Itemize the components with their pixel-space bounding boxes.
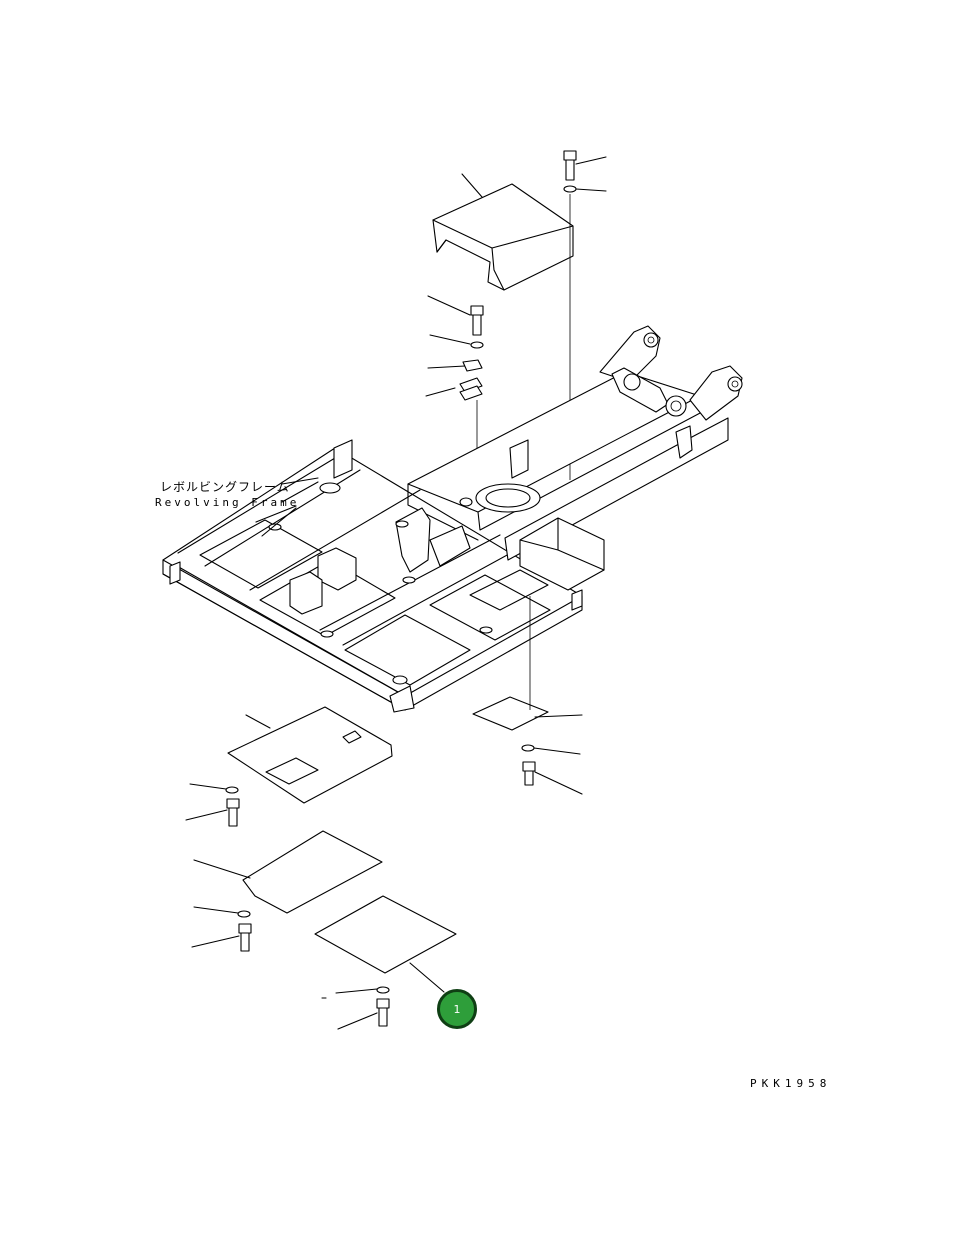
access-cover-small	[472, 596, 583, 795]
frame-label-jp: レボルビングフレーム	[160, 480, 290, 494]
callout-marker-1[interactable]: 1	[437, 989, 477, 1029]
frame-label-en: Revolving Frame	[155, 496, 300, 509]
under-cover-1	[185, 706, 393, 827]
under-cover-3	[314, 895, 457, 1030]
callout-number: 1	[453, 1002, 461, 1016]
revolving-frame	[162, 325, 743, 713]
bolt-stack-middle	[425, 295, 484, 500]
frame-label-leader	[281, 477, 319, 503]
under-cover-2	[191, 830, 383, 952]
top-cover	[432, 173, 574, 291]
drawing-code: PKK1958	[750, 1077, 832, 1090]
